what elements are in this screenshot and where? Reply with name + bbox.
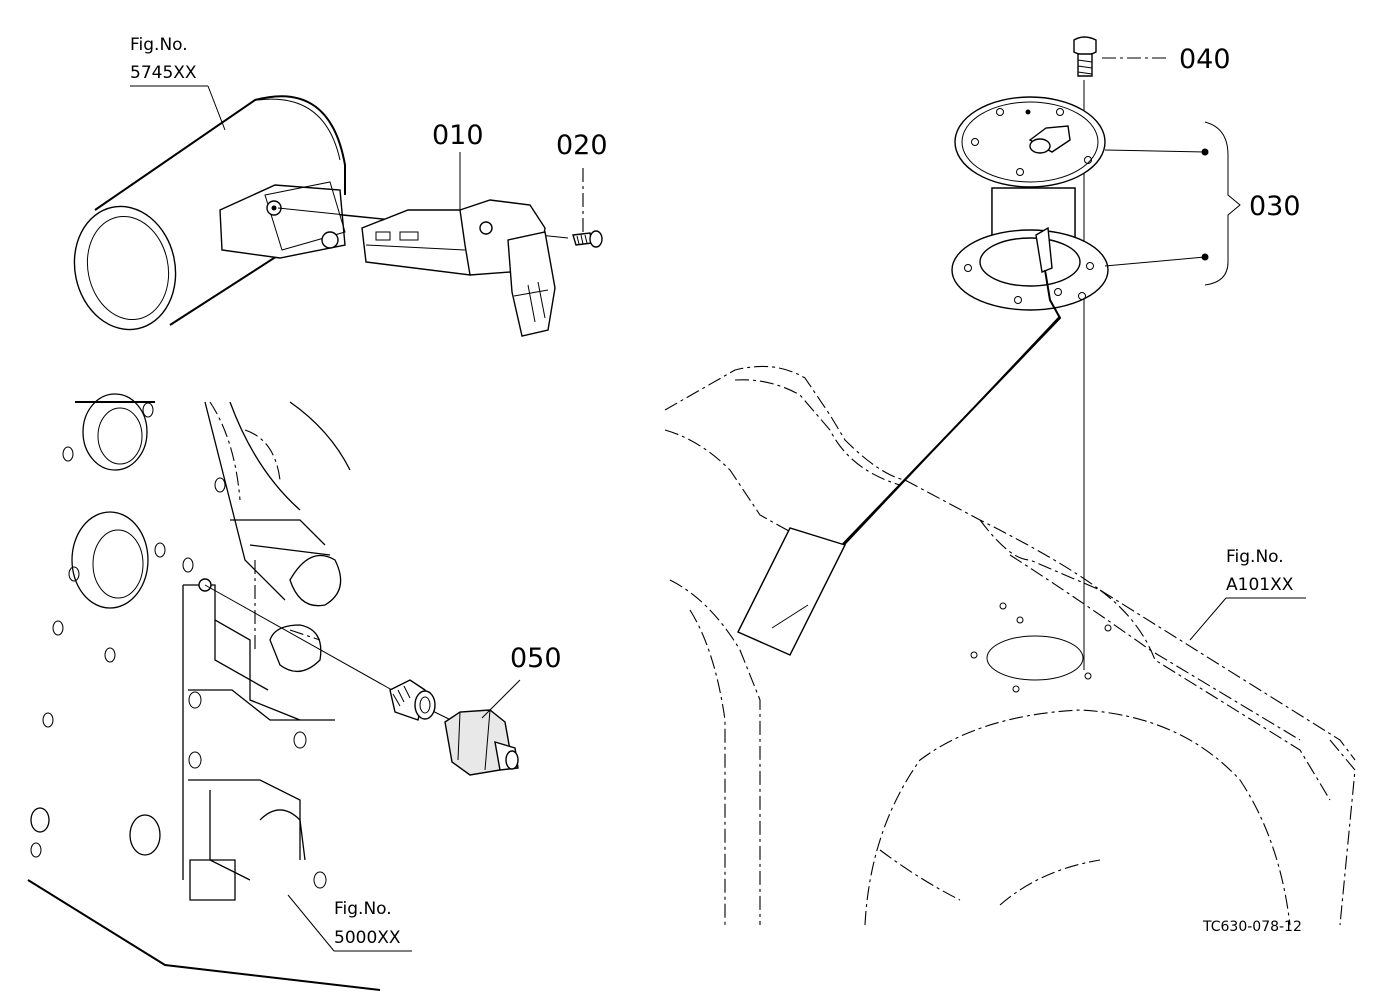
fig-ref-number: A101XX [1226,575,1294,595]
oil-pressure-switch [204,584,521,776]
figure-ref-5000[interactable]: Fig.No. 5000XX [334,899,401,948]
screw-020 [572,168,603,248]
part-label-020[interactable]: 020 [556,130,608,161]
block-holes [30,402,327,889]
drawing-code: TC630-078-12 [1202,919,1302,935]
figure-ref-a101[interactable]: Fig.No. A101XX [1226,547,1294,595]
air-duct-assembly [73,95,346,331]
figure-ref-5745[interactable]: Fig.No. 5745XX [130,35,197,83]
fuel-sender-unit [737,80,1109,670]
fuel-tank-outline [664,365,1356,926]
tank-holes [970,602,1112,693]
screw-040 [1073,36,1170,77]
fig-ref-number: 5000XX [334,928,401,948]
part-label-010[interactable]: 010 [432,120,484,151]
engine-block [27,393,381,991]
part-label-050[interactable]: 050 [510,643,562,674]
fig-ref-number: 5745XX [130,63,197,83]
fig-ref-leaders [130,85,1306,952]
part-label-040[interactable]: 040 [1179,44,1231,75]
fig-ref-heading: Fig.No. [130,35,188,55]
part-label-030[interactable]: 030 [1249,191,1301,222]
fig-ref-heading: Fig.No. [334,899,392,919]
leader-030 [1104,121,1241,286]
fig-ref-heading: Fig.No. [1226,547,1284,567]
mass-air-flow-sensor [277,199,569,337]
